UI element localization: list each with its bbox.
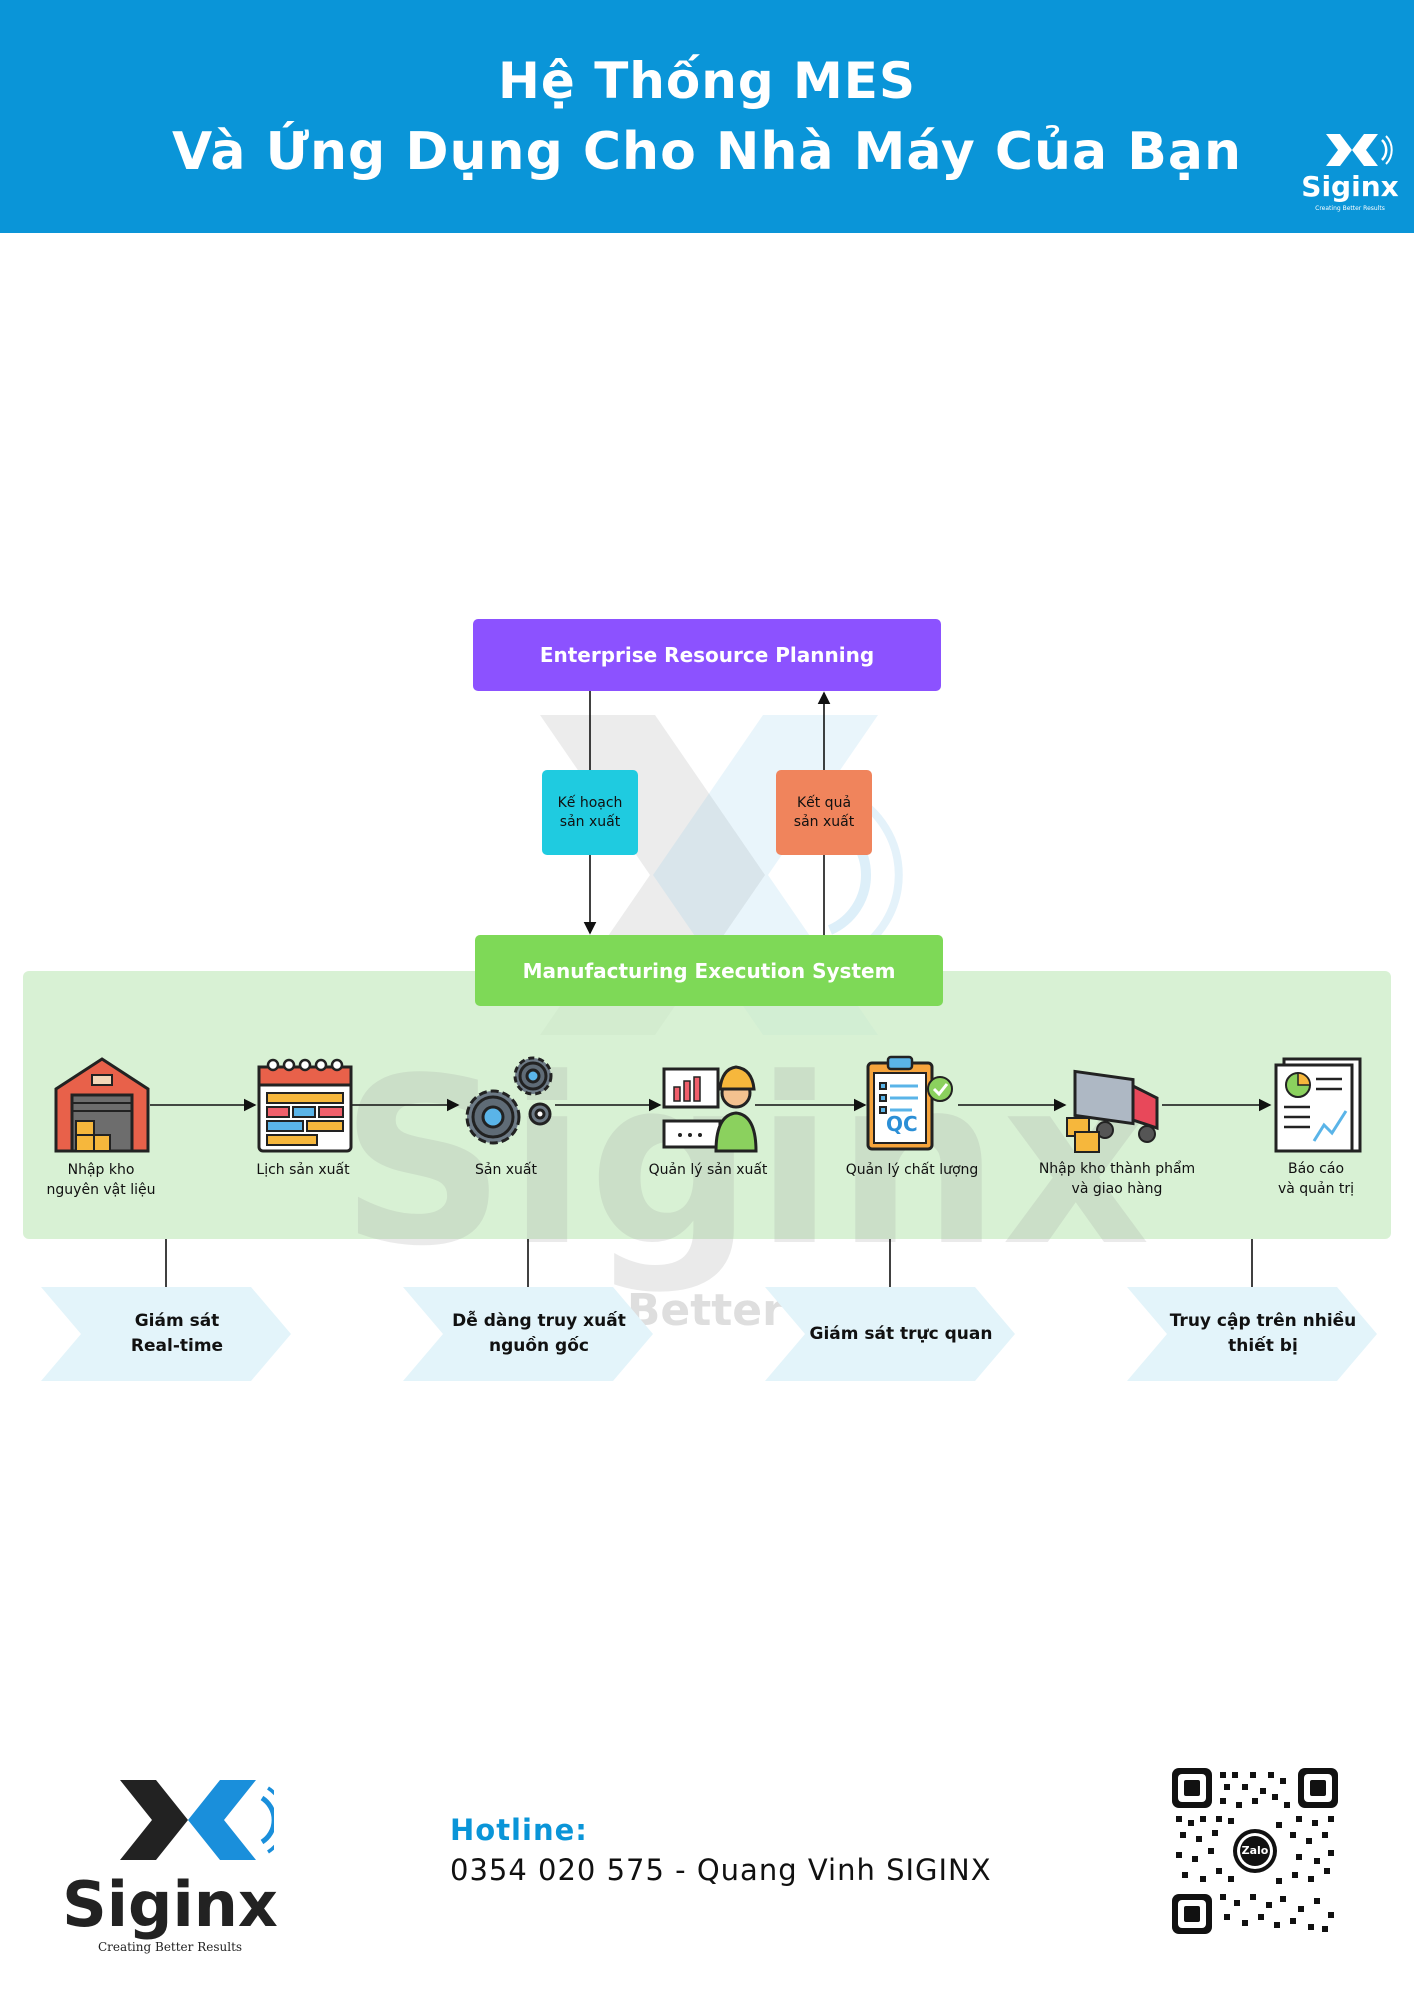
benefit-chevron-shape (765, 1287, 1015, 1381)
benefit-label-line: nguồn gốc (488, 1336, 589, 1356)
benefit-label-line: Giám sát (134, 1311, 220, 1331)
page-title-line-1: Hệ Thống MES (498, 52, 916, 110)
step-production: Sản xuất (411, 1160, 601, 1180)
step-label-line: Quản lý sản xuất (648, 1162, 768, 1178)
benefit-label-line: Real-time (130, 1336, 224, 1356)
step-label-line: Lịch sản xuất (256, 1162, 350, 1178)
benefit-visual-monitoring: Giám sát trực quan (806, 1287, 996, 1381)
benefit-chevron-shape (403, 1287, 653, 1381)
gears-icon (465, 1056, 553, 1145)
step-production-management: Quản lý sản xuất (613, 1160, 803, 1180)
footer-logo-tagline: Creating Better Results (97, 1940, 243, 1954)
production-result-label-1: Kết quả (796, 794, 852, 811)
step-label-line: và quản trị (1277, 1181, 1355, 1197)
calendar-icon (257, 1058, 353, 1153)
header-banner (0, 0, 1414, 233)
delivery-truck-icon (1066, 1069, 1159, 1153)
benefit-label-line: Truy cập trên nhiều (1169, 1311, 1357, 1331)
production-result-label-2: sản xuất (793, 813, 855, 830)
erp-box: Enterprise Resource Planning (473, 619, 941, 691)
step-label-line: và giao hàng (1071, 1181, 1163, 1197)
step-label-line: Quản lý chất lượng (845, 1162, 979, 1178)
benefit-chevron-shape (41, 1287, 291, 1381)
hotline-label: Hotline: (450, 1813, 588, 1847)
warehouse-icon (54, 1057, 150, 1153)
zalo-label: Zalo (1241, 1844, 1269, 1857)
mes-box: Manufacturing Execution System (475, 935, 943, 1006)
siginx-logo-icon (1326, 134, 1393, 166)
qc-clipboard-icon (866, 1055, 953, 1151)
production-result-box: Kết quả sản xuất (776, 770, 872, 855)
erp-label: Enterprise Resource Planning (539, 643, 875, 667)
benefit-easy-traceability: Dễ dàng truy xuất nguồn gốc (444, 1287, 634, 1381)
step-reporting-administration: Báo cáo và quản trị (1221, 1159, 1411, 1199)
header-logo-wordmark: Siginx (1301, 170, 1399, 203)
step-production-schedule: Lịch sản xuất (208, 1160, 398, 1180)
benefit-multi-device-access: Truy cập trên nhiều thiết bị (1168, 1287, 1358, 1381)
step-label-line: Sản xuất (474, 1162, 537, 1178)
step-quality-management: Quản lý chất lượng (817, 1160, 1007, 1180)
step-label-line: nguyên vật liệu (46, 1182, 156, 1198)
manager-icon (662, 1065, 758, 1153)
mes-label: Manufacturing Execution System (522, 958, 896, 983)
footer-logo-wordmark: Siginx (62, 1868, 278, 1941)
step-finished-goods-delivery: Nhập kho thành phẩm và giao hàng (1022, 1159, 1212, 1199)
connector-lines (150, 691, 1272, 1287)
step-label-line: Nhập kho thành phẩm (1038, 1161, 1196, 1177)
hotline-phone[interactable]: 0354 020 575 - Quang Vinh SIGINX (450, 1853, 992, 1887)
zalo-qr-code[interactable] (1172, 1768, 1338, 1934)
benefit-label-line: Dễ dàng truy xuất (452, 1311, 626, 1331)
footer-siginx-logo-icon (120, 1780, 274, 1860)
benefit-chevron-shape (1127, 1287, 1377, 1381)
benefit-label-line: thiết bị (1228, 1336, 1298, 1356)
step-label-line: Nhập kho (67, 1162, 135, 1178)
step-label-line: Báo cáo (1287, 1161, 1345, 1177)
production-plan-label-1: Kế hoạch (557, 794, 623, 811)
production-plan-label-2: sản xuất (559, 813, 621, 830)
benefit-label-line: Giám sát trực quan (809, 1323, 993, 1344)
production-plan-box: Kế hoạch sản xuất (542, 770, 638, 855)
header-logo-tagline: Creating Better Results (1315, 205, 1385, 212)
page-title-line-2: Và Ứng Dụng Cho Nhà Máy Của Bạn (171, 122, 1242, 182)
step-raw-material-import: Nhập kho nguyên vật liệu (6, 1160, 196, 1200)
qc-text: QC (886, 1112, 918, 1136)
report-icon (1274, 1057, 1362, 1153)
